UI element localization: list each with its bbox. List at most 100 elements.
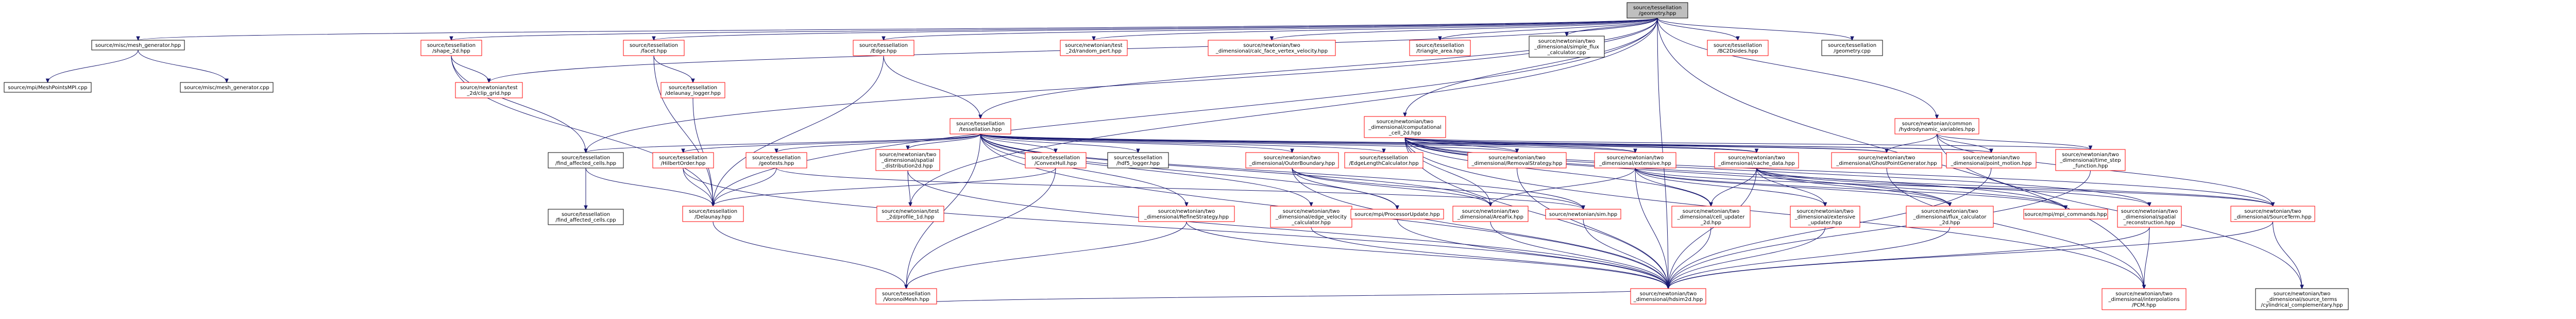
edge-line xyxy=(1886,133,1937,153)
node-cache-data[interactable]: source/newtonian/two_dimensional/cache_d… xyxy=(1714,152,1799,169)
node-ghost-point-gen[interactable]: source/newtonian/two_dimensional/GhostPo… xyxy=(1831,152,1942,169)
edge-arrowhead xyxy=(1269,36,1274,41)
edge-line xyxy=(1404,137,2144,289)
node-source-terms-cyl[interactable]: source/newtonian/two_dimensional/source_… xyxy=(2255,288,2349,310)
node-label-line: /cylindrical_complementary.hpp xyxy=(2261,303,2343,308)
edge-arrowhead xyxy=(1823,202,1827,207)
node-extensive-updater[interactable]: source/newtonian/two_dimensional/extensi… xyxy=(1790,206,1860,228)
node-bc2dsides[interactable]: source/tessellation/BC2Dsides.hpp xyxy=(1707,40,1769,56)
edge-computational-cell-to-cache-data xyxy=(1404,137,1759,154)
node-voronoi-mesh[interactable]: source/tessellation/VoronoiMesh.hpp xyxy=(875,288,937,305)
edge-line xyxy=(1668,167,1992,289)
node-label-line: source/tessellation xyxy=(859,43,908,48)
edge-arrowhead xyxy=(1515,148,1519,154)
node-spatial-dist[interactable]: source/newtonian/two_dimensional/spatial… xyxy=(875,149,940,171)
node-delaunay-logger[interactable]: source/tessellation/delaunay_logger.hpp xyxy=(660,82,725,98)
node-label-line: source/tessellation xyxy=(562,155,610,161)
node-geometry-cpp[interactable]: source/tessellation/geometry.cpp xyxy=(1821,40,1883,56)
node-hilbert[interactable]: source/tessellation/HilbertOrder.hpp xyxy=(652,152,714,169)
node-root[interactable]: source/tessellation/geometry.hpp xyxy=(1626,2,1688,19)
edge-arrowhead xyxy=(1633,148,1637,154)
edge-tessellation-to-refine-strategy xyxy=(980,133,1189,207)
node-convexhull[interactable]: source/tessellation/ConvexHull.hpp xyxy=(1025,152,1087,169)
edge-arrowhead xyxy=(1184,202,1189,207)
node-triangle-area[interactable]: source/tessellation/triangle_area.hpp xyxy=(1409,40,1471,56)
node-label-line: _dimensional/point_motion.hpp xyxy=(1951,161,2032,166)
node-outer-boundary[interactable]: source/newtonian/two_dimensional/OuterBo… xyxy=(1245,152,1339,169)
node-label-line: source/newtonian/two xyxy=(2244,209,2301,214)
node-box xyxy=(875,149,940,171)
node-label-line: _dimensional/simple_flux xyxy=(1534,44,1599,50)
node-remove-strategy[interactable]: source/newtonian/two_dimensional/Removal… xyxy=(1467,152,1567,169)
node-computational-cell[interactable]: source/newtonian/two_dimensional/computa… xyxy=(1364,116,1446,138)
edge-arrowhead xyxy=(1736,36,1740,41)
edge-line xyxy=(980,133,1139,153)
node-mpi-mesh-points[interactable]: source/mpi/MeshPointsMPI.cpp xyxy=(4,82,92,93)
node-mesh-gen-cpp[interactable]: source/misc/mesh_generator.cpp xyxy=(180,82,274,93)
node-delaunay[interactable]: source/tessellation/Delaunay.hpp xyxy=(682,206,744,222)
node-mpi-sim[interactable]: source/newtonian/sim.hpp xyxy=(1545,209,1621,220)
node-find-affected-cpp[interactable]: source/tessellation/find_affected_cells.… xyxy=(548,209,624,225)
node-box xyxy=(1626,2,1688,19)
node-edge-length-cmp[interactable]: source/tessellation/EdgeLengthCalculator… xyxy=(1344,152,1423,169)
node-time-step[interactable]: source/newtonian/two_dimensional/time_st… xyxy=(2055,149,2126,171)
node-box xyxy=(2023,209,2108,220)
node-cell-updater[interactable]: source/newtonian/two_dimensional/cell_up… xyxy=(1671,206,1751,228)
node-label-line: source/newtonian/two xyxy=(1607,155,1664,161)
node-calc-face-vel[interactable]: source/newtonian/two_dimensional/calc_fa… xyxy=(1208,40,1336,56)
edge-line xyxy=(907,170,911,207)
edge-outer-boundary-to-amr xyxy=(1292,167,1493,207)
node-label-line: source/newtonian/two xyxy=(2062,152,2119,158)
node-hdf5-grid[interactable]: source/newtonian/test_2d/clip_grid.hpp xyxy=(455,82,523,98)
node-source-term[interactable]: source/newtonian/two_dimensional/SourceT… xyxy=(2230,206,2315,222)
edge-arrowhead xyxy=(1382,148,1386,154)
node-label-line: source/newtonian/two xyxy=(1462,209,1519,214)
edge-arrowhead xyxy=(1395,205,1399,210)
edge-computational-cell-to-ghost-point-gen xyxy=(1404,137,1889,154)
edge-root-to-facet xyxy=(652,18,1658,41)
node-hdsim2d[interactable]: source/newtonian/two_dimensional/hdsim2d… xyxy=(1630,288,1706,305)
edge-tessellation-to-outer-boundary xyxy=(980,133,1294,154)
edge-arrowhead xyxy=(1935,114,1939,120)
node-hdf5-logger[interactable]: source/tessellation/hdf5_logger.hpp xyxy=(1107,152,1169,169)
node-label-line: source/tessellation xyxy=(1714,43,1762,48)
node-label-line: _dimensional/cache_data.hpp xyxy=(1718,161,1794,166)
edge-line xyxy=(907,133,981,150)
node-hydro-vars[interactable]: source/newtonian/common/hydrodynamic_var… xyxy=(1894,118,1979,135)
node-amr[interactable]: source/newtonian/two_dimensional/AreaFix… xyxy=(1452,206,1529,222)
node-edge-velocity[interactable]: source/newtonian/two_dimensional/edge_ve… xyxy=(1270,206,1352,228)
node-label-line: /geometry.hpp xyxy=(1639,11,1676,16)
node-label-line: _2d/profile_1d.hpp xyxy=(886,214,935,220)
edge-cache-data-to-source-term xyxy=(1756,167,2275,207)
node-random-part[interactable]: source/newtonian/test_2d/random_pert.hpp xyxy=(1060,40,1128,56)
node-spatial-recon[interactable]: source/newtonian/two_dimensional/spatial… xyxy=(2117,206,2182,228)
node-find-affected-hpp[interactable]: source/tessellation/find_affected_cells.… xyxy=(548,152,624,169)
edge-tessellation-to-convexhull xyxy=(980,133,1058,154)
node-label-line: source/tessellation xyxy=(427,43,476,48)
node-geotests[interactable]: source/tessellation/geotests.hpp xyxy=(745,152,807,169)
node-simple-flux[interactable]: source/newtonian/two_dimensional/simple_… xyxy=(1529,36,1605,58)
node-label-line: source/misc/mesh_generator.hpp xyxy=(95,43,181,48)
edge-processor-update-to-hdsim2d xyxy=(1397,219,1670,290)
node-edge[interactable]: source/tessellation/Edge.hpp xyxy=(853,40,914,56)
node-label-line: /shape_2d.hpp xyxy=(432,48,470,54)
node-processor-update[interactable]: source/mpi/ProcessorUpdate.hpp xyxy=(1350,209,1444,220)
node-refine-strategy[interactable]: source/newtonian/two_dimensional/RefineS… xyxy=(1138,206,1235,222)
node-extensive[interactable]: source/newtonian/two_dimensional/extensi… xyxy=(1594,152,1676,169)
node-ptvtk[interactable]: source/newtonian/test_2d/profile_1d.hpp xyxy=(876,206,944,222)
node-tessellation[interactable]: source/tessellation/tessellation.hpp xyxy=(950,118,1011,135)
edge-hilbert-to-hdsim2d xyxy=(683,167,1670,290)
edge-arrowhead xyxy=(774,148,778,154)
edge-spatial-recon-to-hdsim2d xyxy=(1666,227,2150,290)
edge-spatial-dist-to-ptvtk xyxy=(907,170,912,207)
node-pcm[interactable]: source/newtonian/two_dimensional/interpo… xyxy=(2102,288,2187,310)
node-mesh-gen-hpp[interactable]: source/misc/mesh_generator.hpp xyxy=(91,40,185,51)
node-facet[interactable]: source/tessellation/facet.hpp xyxy=(623,40,685,56)
node-mpi-commands[interactable]: source/mpi/mpi_commands.hpp xyxy=(2023,209,2108,220)
node-flux-calc[interactable]: source/newtonian/two_dimensional/flux_ca… xyxy=(1906,206,1994,228)
node-shape-2d[interactable]: source/tessellation/shape_2d.hpp xyxy=(420,40,482,56)
node-label-line: source/tessellation xyxy=(689,209,737,214)
edge-line xyxy=(1397,219,1669,289)
node-point-motion[interactable]: source/newtonian/two_dimensional/point_m… xyxy=(1946,152,2037,169)
edge-root-to-find-affected-hpp xyxy=(584,18,1658,154)
